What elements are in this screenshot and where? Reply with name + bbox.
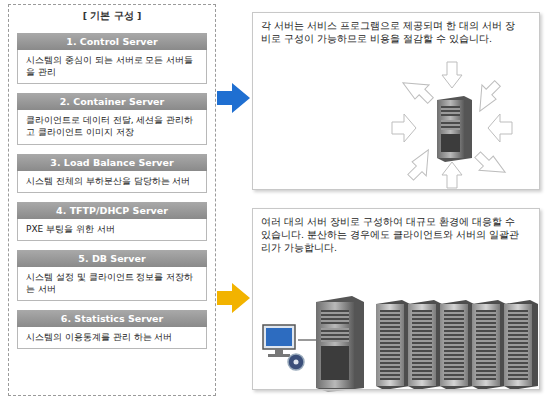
item-description: 시스템 전체의 부하분산을 담당하는 서버 xyxy=(17,171,207,193)
item-description: 시스템의 이용통계를 관리 하는 서버 xyxy=(17,327,207,349)
server-racks xyxy=(376,300,538,390)
server-tower xyxy=(437,96,472,162)
item-description: PXE 부팅을 위한 서버 xyxy=(17,219,207,241)
server-item: 1. Control Server시스템의 중심이 되는 서버로 모든 서버들을… xyxy=(17,33,207,84)
server-item: 3. Load Balance Server시스템 전체의 부하분산을 담당하는… xyxy=(17,154,207,193)
client-link xyxy=(298,339,316,341)
item-description: 클라이언트로 데이터 전달, 세션을 관리하고 클라이언트 이미지 저장 xyxy=(17,110,207,144)
group-panel: [ 기본 구성 ] 1. Control Server시스템의 중심이 되는 서버… xyxy=(8,4,216,396)
server-item: 2. Container Server클라이언트로 데이터 전달, 세션을 관리… xyxy=(17,93,207,144)
feature-panel: 여러 대의 서버 장비로 구성하여 대규모 환경에 대응할 수 있습니다. 분산… xyxy=(252,208,540,390)
block-arrow xyxy=(217,83,250,113)
description-text: 각 서버는 서비스 프로그램으로 제공되며 한 대의 서버 장비로 구성이 가능… xyxy=(253,13,533,46)
item-description: 시스템의 중심이 되는 서버로 모든 서버들을 관리 xyxy=(17,50,207,84)
server-item: 6. Statistics Server시스템의 이용통계를 관리 하는 서버 xyxy=(17,310,207,349)
client-computer xyxy=(263,325,304,370)
item-heading: 3. Load Balance Server xyxy=(17,154,207,171)
converging-arrows xyxy=(392,62,512,188)
description-text: 여러 대의 서버 장비로 구성하여 대규모 환경에 대응할 수 있습니다. 분산… xyxy=(253,209,533,254)
item-description: 시스템 설정 및 클라이언트 정보를 저장하는 서버 xyxy=(17,267,207,301)
server-tower xyxy=(316,296,364,392)
panel-title: [ 기본 구성 ] xyxy=(9,10,215,23)
block-arrow xyxy=(217,283,250,313)
item-heading: 6. Statistics Server xyxy=(17,310,207,327)
server-item: 4. TFTP/DHCP ServerPXE 부팅을 위한 서버 xyxy=(17,202,207,241)
item-heading: 1. Control Server xyxy=(17,33,207,50)
server-item: 5. DB Server시스템 설정 및 클라이언트 정보를 저장하는 서버 xyxy=(17,250,207,301)
feature-panel: 각 서버는 서비스 프로그램으로 제공되며 한 대의 서버 장비로 구성이 가능… xyxy=(252,12,540,190)
item-heading: 4. TFTP/DHCP Server xyxy=(17,202,207,219)
item-heading: 2. Container Server xyxy=(17,93,207,110)
item-heading: 5. DB Server xyxy=(17,250,207,267)
